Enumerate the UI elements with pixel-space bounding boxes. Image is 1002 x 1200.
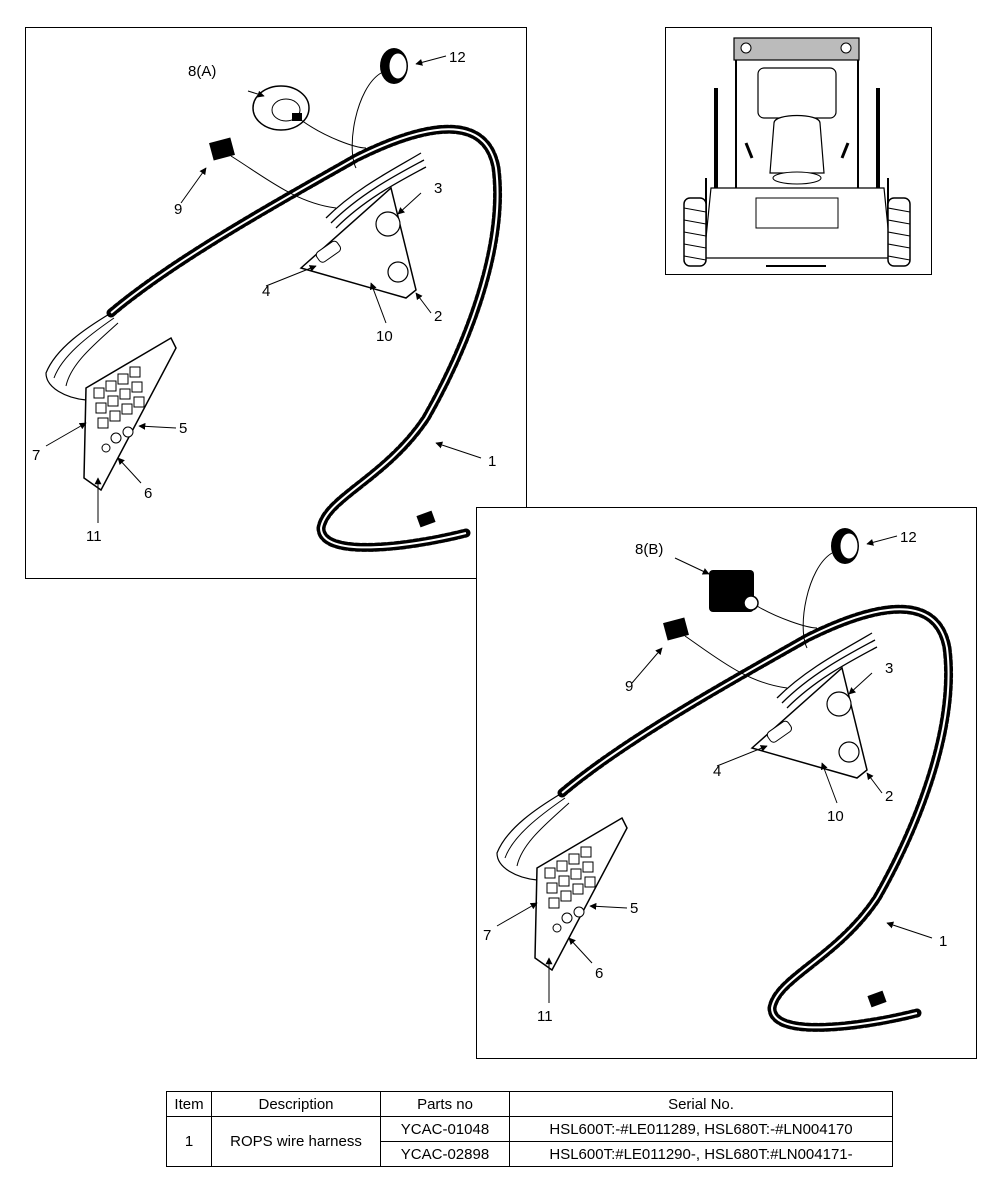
label-8b: 8(B) <box>635 541 663 558</box>
label-7: 7 <box>32 447 40 464</box>
label-2: 2 <box>885 788 893 805</box>
label-11: 11 <box>537 1008 553 1025</box>
table-row: 1 ROPS wire harness YCAC-01048 HSL600T:-… <box>166 1116 893 1167</box>
label-4: 4 <box>713 763 721 780</box>
skid-steer-drawing <box>683 37 911 267</box>
label-1: 1 <box>939 933 947 950</box>
rops-roof <box>733 37 860 61</box>
switch-panel <box>534 816 628 972</box>
label-5: 5 <box>630 900 638 917</box>
work-lamp-12 <box>380 48 408 84</box>
buzzer-8b <box>709 570 759 612</box>
label-10: 10 <box>827 808 844 825</box>
harness-drawing-a: 1 2 3 4 5 6 7 8(A) 9 10 11 12 <box>32 48 503 552</box>
work-lamp-12 <box>831 528 859 564</box>
label-10: 10 <box>376 328 393 345</box>
header-parts-no: Parts no <box>380 1091 510 1117</box>
label-1: 1 <box>488 453 496 470</box>
table-row: YCAC-02898 HSL600T:#LE011290-, HSL680T:#… <box>167 1141 893 1167</box>
cell-parts-no: YCAC-02898 <box>380 1141 510 1167</box>
harness-diagram-a: 1 2 3 4 5 6 7 8(A) 9 10 11 12 <box>25 27 527 579</box>
switch-panel <box>83 336 177 492</box>
label-9: 9 <box>174 201 182 218</box>
label-4: 4 <box>262 283 270 300</box>
label-7: 7 <box>483 927 491 944</box>
relay-9 <box>663 617 689 641</box>
header-item: Item <box>166 1091 212 1117</box>
mounting-bracket <box>299 186 417 299</box>
header-description: Description <box>211 1091 381 1117</box>
cell-serial-no: HSL600T:-#LE011289, HSL680T:-#LN004170 <box>509 1116 893 1142</box>
header-serial-no: Serial No. <box>509 1091 893 1117</box>
cell-parts-no: YCAC-01048 <box>380 1116 510 1142</box>
harness-drawing-b: 1 2 3 4 5 6 7 8(B) 9 10 11 12 <box>483 528 954 1032</box>
label-3: 3 <box>885 660 893 677</box>
label-8a: 8(A) <box>188 63 216 80</box>
label-6: 6 <box>144 485 152 502</box>
machine-view <box>665 27 932 275</box>
parts-table: Item Description Parts no Serial No. 1 R… <box>166 1091 893 1167</box>
table-header-row: Item Description Parts no Serial No. <box>166 1091 893 1117</box>
label-2: 2 <box>434 308 442 325</box>
relay-9 <box>209 137 235 161</box>
label-12: 12 <box>900 529 917 546</box>
cell-item: 1 <box>166 1116 212 1167</box>
cell-serial-no: HSL600T:#LE011290-, HSL680T:#LN004171- <box>509 1141 893 1167</box>
label-11: 11 <box>86 528 102 545</box>
label-12: 12 <box>449 49 466 66</box>
label-9: 9 <box>625 678 633 695</box>
beacon-8a <box>252 85 310 131</box>
label-5: 5 <box>179 420 187 437</box>
cell-description: ROPS wire harness <box>211 1116 381 1167</box>
harness-diagram-b: 1 2 3 4 5 6 7 8(B) 9 10 11 12 <box>476 507 977 1059</box>
label-6: 6 <box>595 965 603 982</box>
harness-end-connector <box>867 990 887 1008</box>
harness-end-connector <box>416 510 436 528</box>
label-3: 3 <box>434 180 442 197</box>
operator-seat <box>769 114 825 174</box>
